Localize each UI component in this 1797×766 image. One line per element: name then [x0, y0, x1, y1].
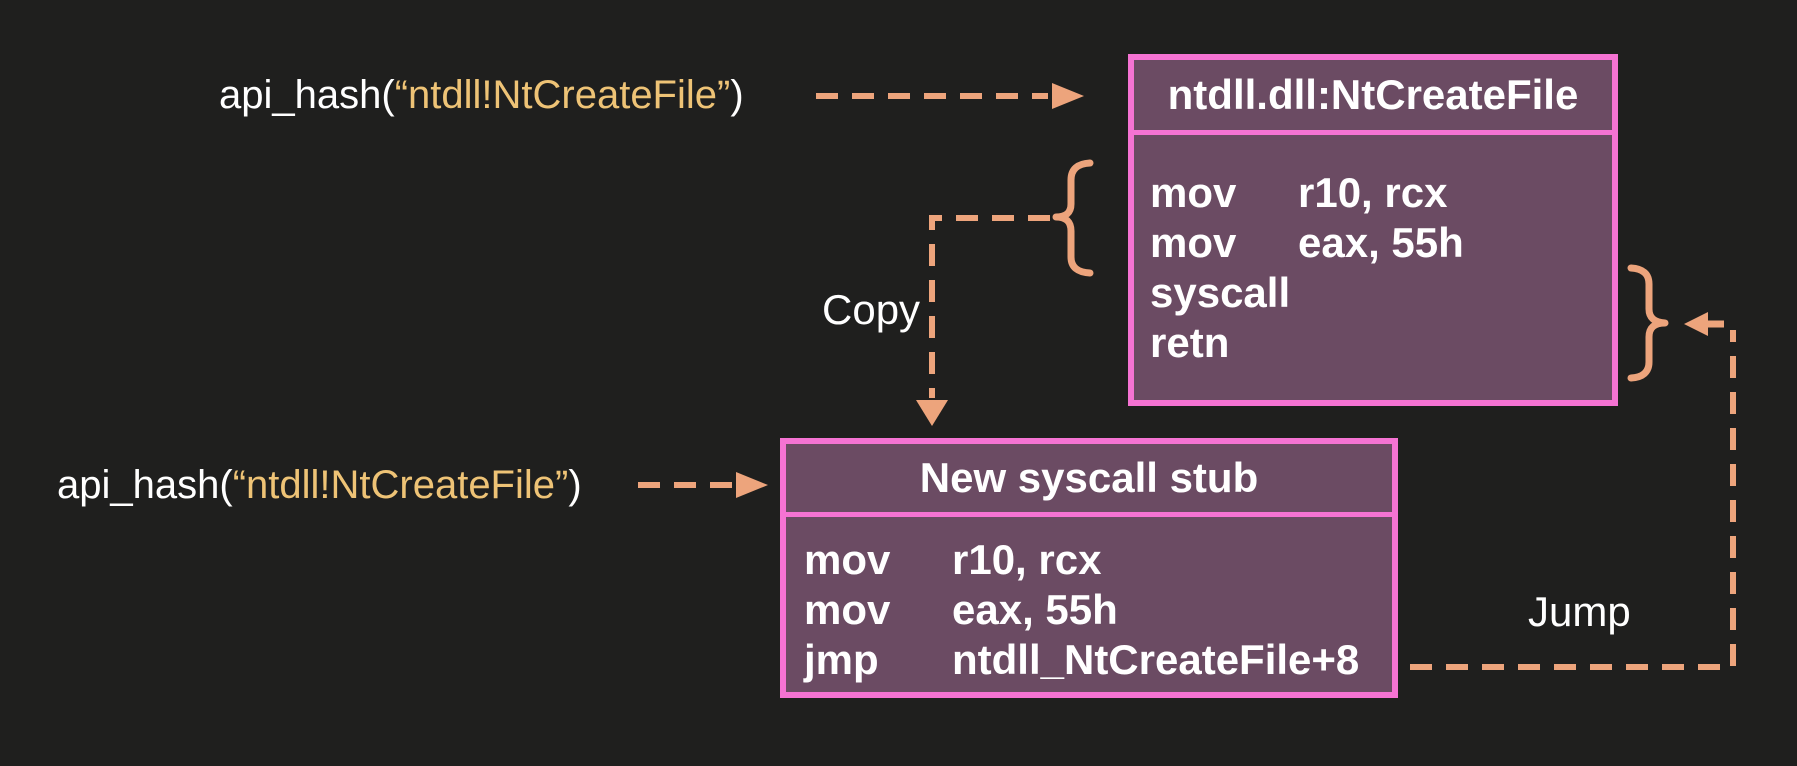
- copy-source-brace: [1052, 159, 1094, 277]
- api-hash-string: “ntdll!NtCreateFile”: [232, 463, 569, 507]
- hash-arrow-top-head: [1052, 83, 1084, 109]
- hash-arrow-bottom-head: [736, 472, 768, 498]
- ntdll-function-box: ntdll.dll:NtCreateFile mov r10, rcx mov eax…: [1128, 54, 1618, 406]
- instruction-operands: eax, 55h: [952, 586, 1118, 633]
- copy-arrow-head: [916, 400, 948, 426]
- api-hash-suffix: ): [730, 73, 744, 117]
- api-hash-label-top: api_hash(“ntdll!NtCreateFile”): [219, 71, 744, 119]
- stub-box-title: New syscall stub: [786, 444, 1392, 517]
- instruction-row: mov r10, rcx: [1150, 168, 1612, 218]
- instruction-operands: r10, rcx: [1298, 169, 1448, 216]
- instruction-mnemonic: mov: [1150, 169, 1237, 216]
- api-hash-label-bottom: api_hash(“ntdll!NtCreateFile”): [57, 461, 582, 509]
- instruction-row: mov eax, 55h: [1150, 218, 1612, 268]
- copy-label: Copy: [822, 286, 921, 333]
- copy-arrow-line: [929, 215, 1050, 398]
- instruction-operands: r10, rcx: [952, 536, 1102, 583]
- instruction-operands: eax, 55h: [1298, 219, 1464, 266]
- jump-arrow-head: [1684, 312, 1708, 336]
- instruction-mnemonic: mov: [804, 586, 891, 633]
- instruction-mnemonic: syscall: [1150, 269, 1291, 316]
- jump-label: Jump: [1528, 588, 1631, 635]
- instruction-row: mov eax, 55h: [804, 585, 1392, 635]
- api-hash-prefix: api_hash(: [57, 463, 233, 507]
- stub-box-code: mov r10, rcx mov eax, 55h jmp ntdll_NtCreateF…: [786, 517, 1392, 685]
- ntdll-box-title: ntdll.dll:NtCreateFile: [1134, 60, 1612, 135]
- instruction-mnemonic: mov: [1150, 219, 1237, 266]
- jump-target-brace: [1627, 264, 1669, 382]
- instruction-row: jmp ntdll_NtCreateFile+8: [804, 635, 1392, 685]
- instruction-row: mov r10, rcx: [804, 535, 1392, 585]
- instruction-row: syscall: [1150, 268, 1612, 318]
- instruction-row: retn: [1150, 318, 1612, 368]
- api-hash-string: “ntdll!NtCreateFile”: [394, 73, 731, 117]
- api-hash-suffix: ): [568, 463, 582, 507]
- instruction-mnemonic: mov: [804, 536, 891, 583]
- instruction-mnemonic: jmp: [804, 636, 879, 683]
- instruction-operands: ntdll_NtCreateFile+8: [952, 636, 1360, 683]
- api-hash-prefix: api_hash(: [219, 73, 395, 117]
- instruction-mnemonic: retn: [1150, 319, 1230, 366]
